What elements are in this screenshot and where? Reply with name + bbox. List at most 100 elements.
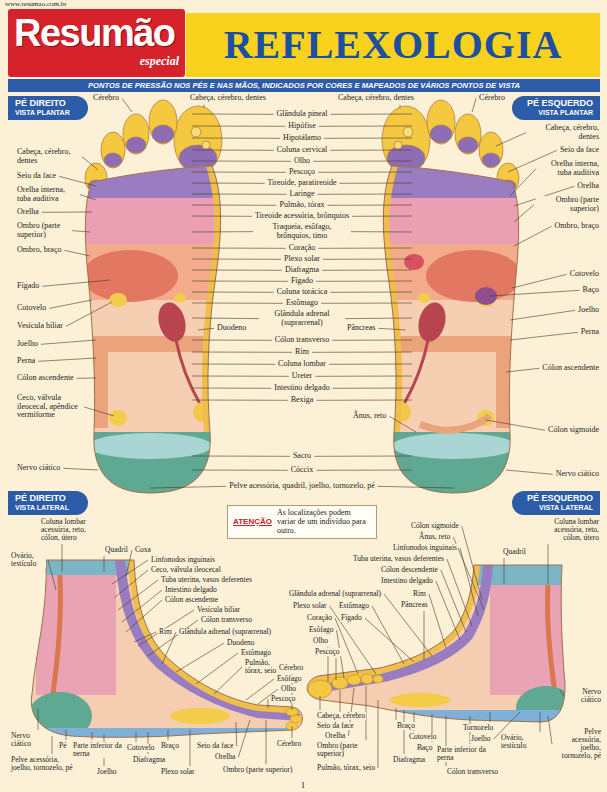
leader-line — [192, 281, 288, 282]
reflex-zone-label: Cotovelo — [16, 304, 47, 313]
reflex-zone-label: Olho — [312, 637, 329, 645]
reflex-zone-label: Pulmão, tórax, seio — [244, 659, 278, 675]
leader-line — [340, 183, 413, 184]
leader-line — [330, 114, 412, 115]
reflex-zone-label: Ombro (parte superior) — [222, 766, 294, 774]
leader-line — [323, 259, 412, 260]
leader-line — [192, 259, 281, 260]
reflex-zone-label: Joelho — [16, 340, 39, 349]
left-foot-lateral — [308, 680, 332, 698]
leader-line — [42, 212, 92, 213]
leader-line — [192, 270, 282, 271]
leader-line — [118, 580, 158, 610]
leader-line — [462, 526, 482, 600]
reflex-zone-label: Cabeça, cérebro, dentes — [528, 124, 600, 141]
reflex-zone-label: Orelha — [576, 182, 600, 191]
leader-line — [136, 732, 137, 742]
reflex-zone-label: Vesícula biliar — [196, 606, 241, 614]
left-foot-extra-zones — [404, 254, 497, 430]
reflex-zone-label: Tireoide acessória, brônquios — [254, 212, 350, 221]
leader-line — [352, 216, 412, 217]
leader-line — [82, 157, 98, 170]
reflex-zone-label: Diafragma — [132, 756, 166, 764]
reflex-zone-label: Braço — [396, 722, 416, 730]
leader-line — [52, 736, 53, 754]
tab-heading: PÉ DIREITO — [15, 494, 81, 504]
reflex-zone-label: Parte inferior da perna — [436, 746, 494, 762]
leader-line — [504, 558, 505, 584]
leader-line — [42, 280, 110, 286]
leader-line — [548, 544, 549, 584]
leader-line — [320, 696, 321, 710]
leader-line — [351, 231, 412, 232]
reflex-zone-label: Bexiga — [290, 396, 315, 405]
tab-heading: PÉ ESQUERDO — [519, 494, 593, 504]
leader-line — [38, 358, 96, 361]
tab-subheading: VISTA PLANTAR — [519, 109, 593, 117]
leader-line — [389, 416, 416, 432]
reflex-zone-label: Cotovelo — [408, 733, 438, 741]
right-foot-lateral — [36, 575, 116, 695]
reflex-zone-label: Intestino delgado — [273, 384, 330, 393]
left-foot-lateral — [361, 674, 373, 684]
reflex-zone-label: Cérebro — [278, 664, 304, 672]
reflex-zone-label: Cabeça, cérebro — [316, 712, 366, 720]
leader-line — [330, 606, 376, 674]
reflex-zone-label: Orelha — [214, 753, 236, 761]
reflex-zone-label: Quadril — [104, 546, 129, 554]
leader-line — [506, 470, 553, 474]
leader-line — [314, 456, 412, 457]
reflex-zone-label: Nervo ciático — [10, 732, 44, 748]
leader-line — [318, 248, 412, 249]
leader-line — [72, 231, 90, 232]
reflex-zone-label: Estômago — [338, 602, 370, 610]
reflex-zone-label: Pelve acessória, joelho, tornozelo, pé — [10, 756, 80, 772]
reflex-zone-label: Duodeno — [226, 639, 256, 647]
right-foot-lateral — [170, 708, 230, 724]
leader-line — [345, 318, 412, 320]
reflex-zone-label: Diafragma — [284, 266, 320, 275]
leader-line — [38, 708, 39, 730]
reflex-zone-label: Joelho — [577, 306, 600, 315]
warning-label: ATENÇÃO — [233, 518, 272, 527]
leader-line — [192, 150, 274, 151]
reflex-zone-label: Orelha interna, tuba auditiva — [538, 160, 600, 177]
leader-line — [506, 368, 539, 372]
leader-line — [332, 340, 412, 341]
left-foot-lateral — [390, 693, 450, 707]
leader-line — [236, 722, 238, 746]
reflex-zone-label: Cabeça, cérebro, dentes — [16, 148, 80, 165]
left-foot-lateral — [490, 585, 570, 695]
leader-line — [378, 486, 454, 488]
reflex-zone-label: Nervo ciático — [16, 464, 61, 473]
reflex-zone-label: Fígado — [340, 614, 363, 622]
tab-heading: PÉ ESQUERDO — [519, 99, 593, 109]
left-foot-lateral — [300, 560, 580, 730]
leader-line — [168, 730, 169, 740]
reflex-zone-label: Ânus, reto — [352, 412, 387, 421]
warning-box: ATENÇÃOAs localizações podem variar de u… — [227, 505, 377, 539]
leader-line — [192, 352, 292, 353]
leader-line — [472, 98, 476, 112]
reflex-zone-label: Quadril — [502, 548, 527, 556]
left-foot-lateral — [300, 560, 580, 730]
reflex-zone-label: Cólon ascendente — [164, 596, 219, 604]
leader-line — [150, 486, 226, 488]
reflex-zone-label: Tornozelo — [462, 724, 494, 732]
leader-line — [59, 176, 96, 186]
reflex-zone-label: Cérebro — [276, 740, 302, 748]
leader-line — [330, 292, 412, 293]
section-tab: PÉ DIREITOVISTA LATERAL — [8, 491, 88, 515]
leader-line — [114, 570, 148, 598]
leader-line — [333, 388, 412, 389]
leader-line — [327, 205, 412, 206]
right-foot-lateral — [20, 550, 320, 750]
reflex-zone-label: Sacro — [292, 452, 312, 461]
reflex-zone-label: Fígado — [290, 277, 314, 286]
reflex-zone-label: Ombro (parte superior) — [16, 222, 70, 239]
section-tab: PÉ DIREITOVISTA PLANTAR — [8, 96, 88, 120]
leader-line — [268, 699, 269, 708]
left-foot-lateral — [547, 585, 556, 700]
leader-line — [198, 328, 214, 330]
left-foot-lateral — [347, 675, 361, 685]
